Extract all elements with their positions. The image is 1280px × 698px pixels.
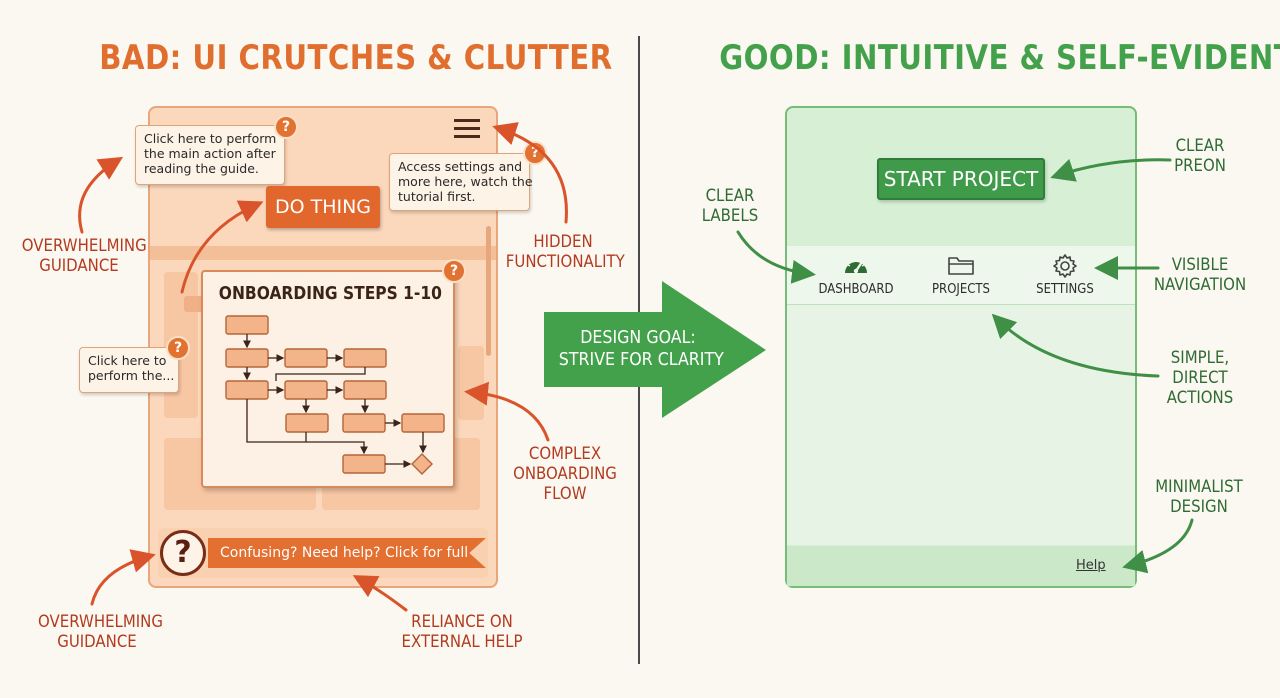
label-hidden-functionality: HIDDEN FUNCTIONALITY	[505, 232, 625, 272]
flowchart-connectors	[243, 334, 427, 468]
navigation-bar	[787, 246, 1135, 305]
arrow-hidden	[492, 122, 568, 224]
design-goal-arrow	[544, 281, 766, 418]
clutter-block	[150, 246, 496, 260]
label-simple-direct-actions: SIMPLE, DIRECT ACTIONS	[1166, 348, 1234, 408]
arrow-clear-preon	[1050, 158, 1172, 182]
question-badge-icon[interactable]: ?	[274, 115, 298, 139]
onboarding-title: ONBOARDING STEPS 1-10	[218, 283, 442, 304]
nav-item-dashboard[interactable]: DASHBOARD	[818, 282, 894, 297]
arrow-minimalist	[1122, 518, 1194, 574]
scrollbar[interactable]	[486, 226, 491, 356]
content-area	[787, 305, 1135, 545]
arrow-overwhelming-top	[78, 156, 124, 234]
arrow-do-thing	[180, 200, 264, 294]
nav-item-projects[interactable]: PROJECTS	[932, 282, 990, 297]
label-minimalist-design: MINIMALIST DESIGN	[1155, 477, 1243, 517]
label-reliance-external-help: RELIANCE ON EXTERNAL HELP	[401, 612, 523, 652]
question-badge-icon[interactable]: ?	[166, 336, 190, 360]
design-goal-text: DESIGN GOAL: STRIVE FOR CLARITY	[558, 327, 724, 370]
help-link[interactable]: Help	[1076, 558, 1106, 573]
bad-title: BAD: UI CRUTCHES & CLUTTER	[99, 38, 613, 78]
tooltip-small: Click here to perform the...	[79, 347, 179, 393]
onboarding-flowchart	[225, 315, 445, 475]
do-thing-button[interactable]: DO THING	[266, 186, 380, 228]
arrow-reliance	[352, 575, 408, 612]
label-clear-labels: CLEAR LABELS	[701, 186, 759, 226]
label-complex-onboarding: COMPLEX ONBOARDING FLOW	[513, 444, 617, 504]
clutter-block	[184, 296, 204, 312]
label-overwhelming-guidance-top: OVERWHELMING GUIDANCE	[21, 236, 147, 276]
label-visible-navigation: VISIBLE NAVIGATION	[1153, 255, 1247, 295]
arrow-simple-actions	[991, 313, 1160, 378]
settings-gear-icon[interactable]	[1052, 253, 1078, 279]
help-question-icon[interactable]: ?	[160, 530, 206, 576]
question-badge-icon[interactable]: ?	[442, 259, 466, 283]
help-banner[interactable]: Confusing? Need help? Click for full man…	[208, 538, 486, 568]
tooltip-settings: Access settings and more here, watch the…	[389, 153, 533, 211]
dashboard-gauge-icon[interactable]	[842, 253, 870, 277]
start-project-button[interactable]: START PROJECT	[877, 158, 1045, 200]
label-clear-preon: CLEAR PREON	[1174, 136, 1226, 176]
arrow-overwhelming-bottom	[90, 549, 156, 606]
projects-folder-icon[interactable]	[947, 254, 975, 276]
footer-bar	[787, 546, 1135, 586]
good-title: GOOD: INTUITIVE & SELF-EVIDENT	[719, 38, 1280, 78]
nav-item-settings[interactable]: SETTINGS	[1036, 282, 1094, 297]
tooltip-main-action: Click here to perform the main action af…	[135, 125, 285, 185]
hamburger-menu-icon[interactable]	[454, 118, 480, 138]
arrow-complex	[464, 381, 550, 442]
arrow-clear-labels	[736, 230, 816, 284]
label-overwhelming-guidance-bottom: OVERWHELMING GUIDANCE	[38, 612, 163, 652]
